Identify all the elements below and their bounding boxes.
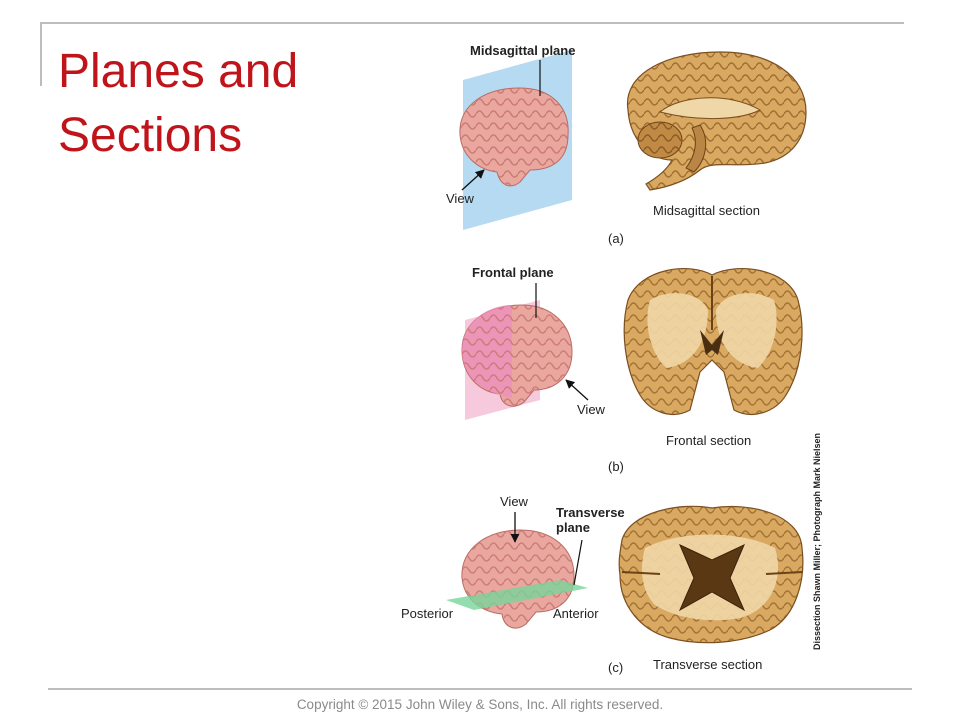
midsagittal-specimen [626, 51, 807, 191]
midsagittal-section-label: Midsagittal section [653, 203, 760, 218]
slide-title: Planes and Sections [58, 40, 358, 168]
transverse-specimen [618, 505, 804, 644]
transverse-plane-shape [446, 580, 588, 610]
panel-a-diagram [459, 50, 572, 230]
photo-credit: Dissection Shawn Miller; Photograph Mark… [812, 432, 822, 650]
panel-b-diagram [461, 283, 589, 420]
panel-letter-a: (a) [608, 231, 624, 246]
anterior-label: Anterior [553, 606, 599, 621]
panel-letter-c: (c) [608, 660, 624, 675]
midsagittal-plane-label: Midsagittal plane [470, 43, 576, 58]
view-arrow-b [565, 379, 589, 401]
slide-frame-top [40, 22, 904, 24]
slide-frame-bottom [48, 688, 912, 690]
view-label-a: View [446, 191, 474, 206]
title-line-2: Sections [58, 109, 243, 162]
panel-letter-b: (b) [608, 459, 624, 474]
frontal-plane-label: Frontal plane [472, 265, 554, 280]
frontal-section-label: Frontal section [666, 433, 752, 448]
transverse-label-line-1: Transverse [556, 505, 625, 520]
copyright-footer: Copyright © 2015 John Wiley & Sons, Inc.… [296, 697, 664, 712]
slide-frame-left [40, 22, 42, 86]
view-arrow-a [461, 169, 485, 191]
frontal-specimen [623, 268, 803, 415]
transverse-plane-label: Transverse plane [556, 505, 625, 535]
brain-b-folds [462, 305, 572, 407]
title-line-1: Planes and [58, 45, 299, 98]
transverse-label-line-2: plane [556, 520, 590, 535]
panel-c-diagram [446, 512, 588, 629]
brain-a-folds [459, 88, 569, 186]
view-label-b: View [577, 402, 605, 417]
view-label-c: View [500, 494, 528, 509]
transverse-section-label: Transverse section [653, 657, 763, 672]
transverse-leader-line [573, 539, 583, 586]
posterior-label: Posterior [401, 606, 454, 621]
